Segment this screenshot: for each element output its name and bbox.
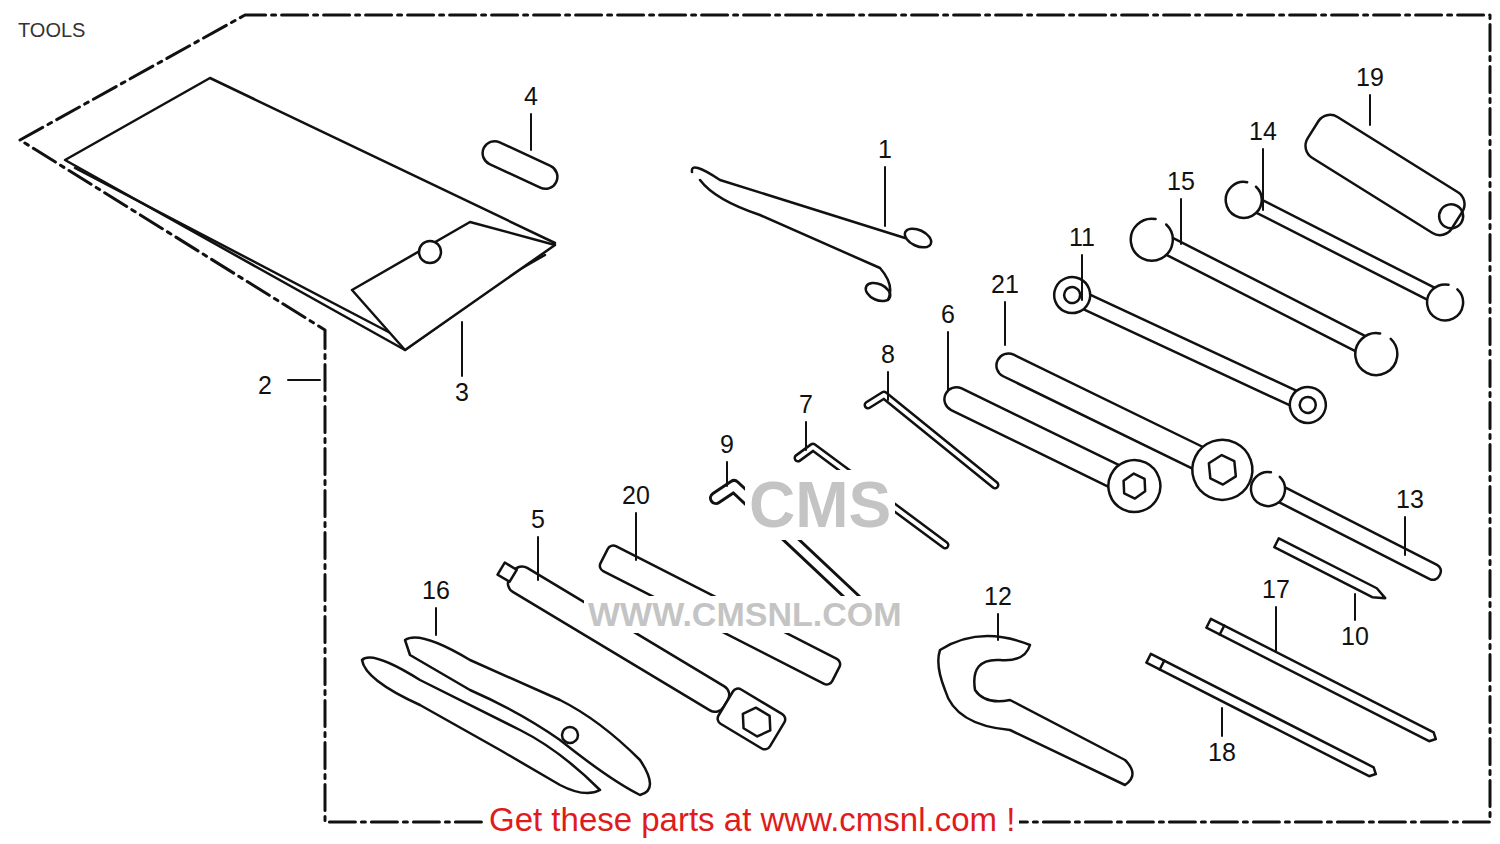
callout-number: 13 [1394, 486, 1426, 514]
watermark: CMS [745, 470, 895, 540]
callout-number: 3 [453, 379, 471, 407]
callout-number: 9 [718, 431, 736, 459]
callout-number: 4 [522, 83, 540, 111]
callout-number: 16 [420, 577, 452, 605]
watermark: WWW.CMSNL.COM [584, 596, 906, 633]
callout-number: 1 [876, 136, 894, 164]
callout-number: 7 [797, 391, 815, 419]
callout-number: 8 [879, 341, 897, 369]
callout-number: 14 [1247, 118, 1279, 146]
callout-number: 11 [1067, 224, 1097, 252]
callout-number: 21 [989, 271, 1021, 299]
callout-number: 15 [1165, 168, 1197, 196]
callout-number: 19 [1354, 64, 1386, 92]
callout-number: 10 [1339, 623, 1371, 651]
source-caption: Get these parts at www.cmsnl.com ! [485, 802, 1019, 838]
callout-number: 5 [529, 506, 547, 534]
callout-number: 12 [982, 583, 1014, 611]
callout-number: 17 [1260, 576, 1292, 604]
diagram-title: TOOLS [18, 19, 85, 41]
callout-number: 6 [939, 301, 957, 329]
callout-number: 2 [256, 372, 274, 400]
callout-number: 18 [1206, 739, 1238, 767]
callout-number: 20 [620, 482, 652, 510]
